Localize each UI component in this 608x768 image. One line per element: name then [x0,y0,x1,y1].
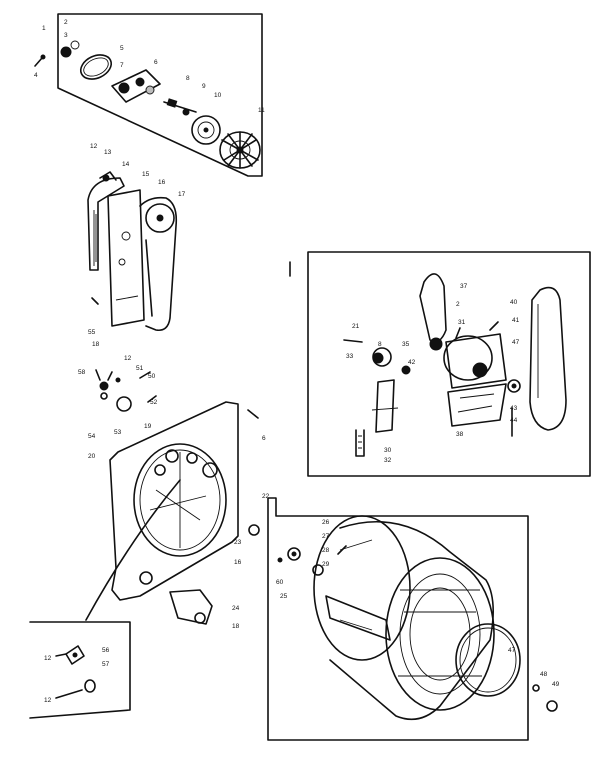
callout-label: 56 [102,647,110,654]
callout-label: 18 [92,341,100,348]
callout-label: 32 [384,457,392,464]
switch-inset-frame [29,621,131,719]
motor-assembly-inset: 37 40 2 31 41 21 35 33 42 8 47 43 44 38 … [289,251,591,477]
drum-part [313,515,495,721]
callout-label: 54 [88,433,96,440]
blower-assembly: 1 2 3 4 5 6 7 8 9 10 11 [34,13,265,177]
callout-label: 55 [88,329,96,336]
callout-label: 13 [104,149,112,156]
callout-label: 60 [276,579,284,586]
callout-label: 49 [552,681,560,688]
callout-label: 40 [510,299,518,306]
callout-label: 58 [78,369,86,376]
bracket-panel-part [107,189,145,327]
callout-label: 44 [510,417,518,424]
callout-label: 16 [158,179,166,186]
callout-label: 19 [144,423,152,430]
callout-label: 37 [460,283,468,290]
callout-label: 4 [34,72,38,79]
switch-inset: 12 56 57 12 [29,621,131,719]
bulkhead-panel-part [109,401,239,601]
callout-label: 52 [150,399,158,406]
callout-label: 25 [280,593,288,600]
idler-belt-assembly: 12 13 14 15 16 17 [87,143,186,332]
callout-label: 9 [202,83,206,90]
callout-label: 6 [262,435,266,442]
callout-label: 29 [322,561,330,568]
nut-part [60,46,72,58]
idler-arm-part [139,196,178,332]
seal-ring-part [79,54,113,80]
inset-frame [307,251,591,477]
washer-part [70,40,80,50]
callout-label: 6 [154,59,158,66]
callout-label: 33 [346,353,354,360]
motor-belt-part [419,273,447,343]
callout-label: 47 [512,339,520,346]
callout-label: 12 [44,655,52,662]
callout-label: 16 [234,559,242,566]
motor-mount-bracket-part [447,383,507,427]
callout-label: 12 [44,697,52,704]
callout-label: 2 [456,301,460,308]
callout-label: 41 [512,317,520,324]
drum-frame [267,497,529,741]
roller-part [169,589,213,625]
callout-label: 42 [408,359,416,366]
switch-bracket-part [375,379,395,433]
callout-label: 14 [122,161,130,168]
drive-pulley-part [507,379,521,393]
callout-label: 10 [214,92,222,99]
door-switch-part [65,645,85,665]
drum-assembly: 22 26 27 28 29 60 25 47 48 49 [262,493,560,741]
callout-label: 17 [178,191,186,198]
callout-label: 5 [120,45,124,52]
rear-bulkhead-assembly: 55 18 58 12 51 50 52 53 54 20 19 6 23 16… [78,329,266,630]
callout-label: 12 [90,143,98,150]
callout-label: 20 [88,453,96,460]
callout-label: 23 [234,539,242,546]
callout-label: 8 [186,75,190,82]
screw-part [34,57,43,67]
callout-label: 35 [402,341,410,348]
callout-label: 11 [258,107,265,114]
callout-label: 2 [64,19,68,26]
callout-label: 57 [102,661,110,668]
bearing-housing-part [111,69,161,103]
callout-label: 26 [322,519,330,526]
callout-label: 31 [458,319,466,326]
callout-label: 22 [262,493,270,500]
callout-label: 12 [124,355,132,362]
motor-part [429,321,507,389]
callout-label: 21 [352,323,360,330]
callout-label: 51 [136,365,144,372]
callout-label: 3 [64,32,68,39]
pulley-disc-part [191,115,221,145]
drum-belt-part [529,286,567,431]
callout-label: 15 [142,171,150,178]
rear-seal-part [455,623,521,697]
pad-part [84,679,96,693]
blower-wheel-part [219,131,261,169]
callout-label: 38 [456,431,464,438]
belt-strip-part [87,177,125,271]
callout-label: 30 [384,447,392,454]
callout-label: 53 [114,429,122,436]
callout-label: 47 [508,647,516,654]
callout-label: 28 [322,547,330,554]
callout-label: 8 [378,341,382,348]
switch-part [99,381,109,391]
callout-label: 7 [120,62,124,69]
callout-label: 48 [540,671,548,678]
callout-label: 50 [148,373,156,380]
blower-frame [57,13,263,177]
callout-label: 1 [42,25,46,32]
callout-label: 43 [510,405,518,412]
callout-label: 27 [322,533,330,540]
callout-label: 24 [232,605,240,612]
callout-label: 18 [232,623,240,630]
